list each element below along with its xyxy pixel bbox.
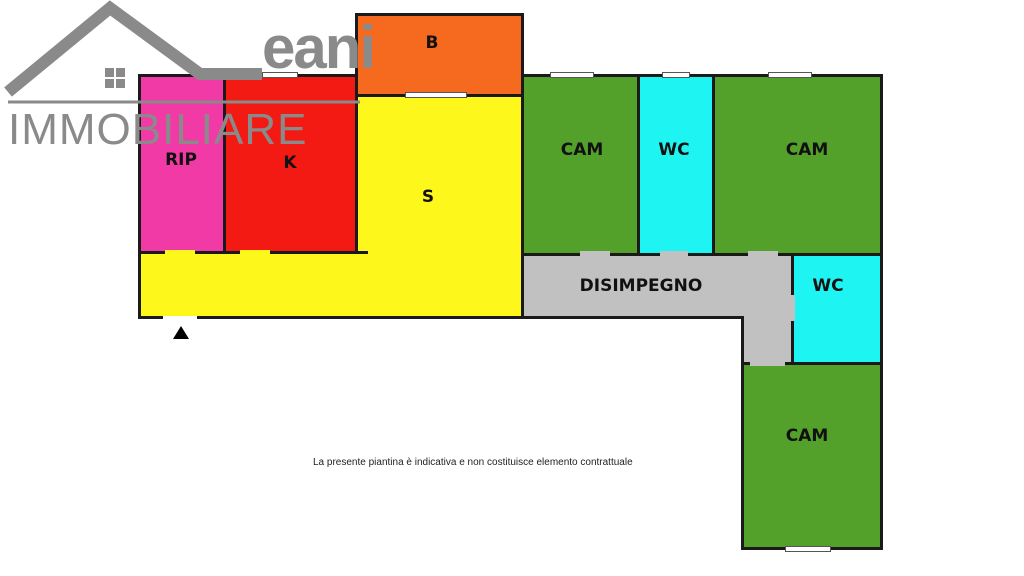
room-label-wc-2: WC (812, 276, 844, 296)
disclaimer-note: La presente piantina è indicativa e non … (313, 457, 633, 468)
room-label-cam-1: CAM (560, 140, 604, 160)
room-cam-2 (712, 74, 883, 256)
window-k (262, 72, 298, 78)
room-label-rip: RIP (165, 150, 197, 170)
room-rip (138, 74, 226, 254)
logo-subtitle: IMMOBILIARE (8, 105, 308, 154)
window-cam-3 (785, 546, 831, 552)
door-entrance (163, 316, 197, 322)
room-label-disimpegno: DISIMPEGNO (579, 276, 703, 296)
room-label-cam-2: CAM (785, 140, 829, 160)
logo-brand-text: eani (262, 14, 376, 81)
door-cam-2 (748, 251, 778, 257)
brand-logo: eani IMMOBILIARE (0, 0, 376, 160)
window-wc-1 (662, 72, 690, 78)
door-k (240, 250, 270, 256)
room-b (355, 13, 524, 97)
entrance-arrow-icon (173, 326, 189, 339)
room-s-corridor (138, 251, 368, 319)
door-wc-2 (789, 295, 795, 321)
room-label-wc-1: WC (658, 140, 690, 160)
room-label-b: B (425, 33, 439, 53)
window-cam-2 (768, 72, 812, 78)
window-cam-1 (550, 72, 594, 78)
door-rip (165, 250, 195, 256)
window-b-s (405, 92, 467, 98)
room-wc-1 (637, 74, 715, 256)
room-k (223, 74, 358, 254)
door-wc-1 (660, 251, 688, 257)
house-roof-logo-icon (4, 0, 360, 104)
door-cam-3 (750, 360, 785, 366)
room-label-s: S (421, 187, 435, 207)
room-label-cam-3: CAM (785, 426, 829, 446)
room-s (355, 91, 524, 319)
room-wc-2 (791, 253, 883, 365)
room-disimpegno-leg (741, 316, 794, 365)
room-label-k: K (283, 153, 297, 173)
room-cam-1 (521, 74, 640, 256)
room-cam-3 (741, 362, 883, 550)
door-cam-1 (580, 251, 610, 257)
